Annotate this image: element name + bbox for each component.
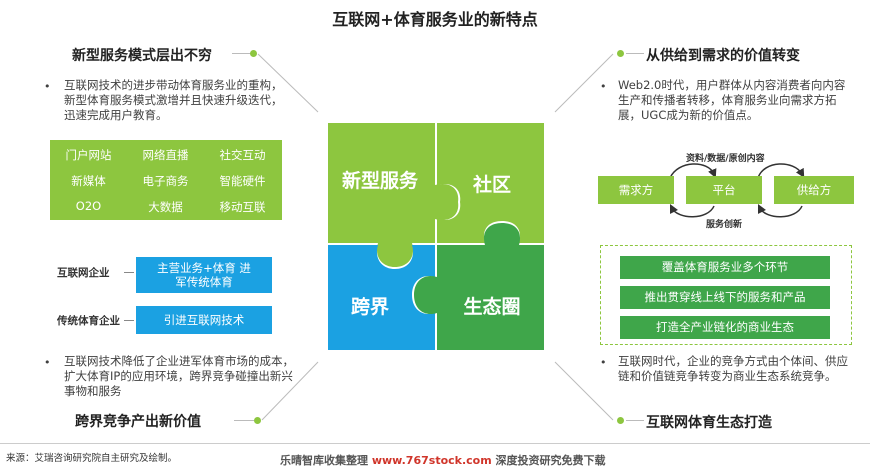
- grid-item: 移动互联: [219, 200, 266, 214]
- heading-dot: [617, 50, 624, 57]
- grid-item: 门户网站: [65, 148, 112, 162]
- grid-item: 大数据: [148, 200, 183, 214]
- connector-line: [234, 420, 254, 421]
- footer-watermark: 乐晴智库收集整理 www.767stock.com 深度投资研究免费下载: [280, 452, 606, 468]
- row-connector: [124, 272, 134, 273]
- connector-line: [626, 420, 644, 421]
- puzzle-piece-ecosystem: [414, 223, 544, 350]
- puzzle-label-cross-border: 跨界: [351, 296, 389, 318]
- heading-dot: [254, 417, 261, 424]
- watermark-suffix: 深度投资研究免费下载: [491, 454, 606, 467]
- flow-bottom-label: 服务创新: [706, 220, 743, 230]
- grid-item: 智能硬件: [219, 174, 266, 188]
- ecosystem-item: 推出贯穿线上线下的服务和产品: [620, 286, 830, 309]
- flow-arrows: [669, 163, 805, 218]
- grid-item: O2O: [75, 199, 102, 213]
- ecosystem-item: 覆盖体育服务业多个环节: [620, 256, 830, 279]
- puzzle-label-community: 社区: [472, 173, 511, 196]
- connector-line: [626, 53, 644, 54]
- footer-divider: [0, 443, 870, 444]
- heading-supply-to-demand: 从供给到需求的价值转变: [646, 48, 800, 64]
- grid-item: 电子商务: [142, 174, 189, 188]
- bullet-mark: •: [44, 356, 51, 369]
- puzzle-piece-community: [437, 123, 544, 243]
- puzzle-piece-cross-border: [328, 245, 435, 350]
- row-label-internet-company: 互联网企业: [57, 267, 110, 279]
- service-model-grid: 门户网站 网络直播 社交互动 新媒体 电子商务 智能硬件 O2O 大数据 移动互…: [50, 140, 282, 220]
- page-title: 互联网+体育服务业的新特点: [332, 10, 538, 29]
- puzzle-label-ecosystem: 生态圈: [463, 295, 520, 318]
- watermark-url: www.767stock.com: [371, 454, 492, 467]
- heading-cross-border: 跨界竞争产出新价值: [75, 414, 201, 430]
- bullet-text-top-right: Web2.0时代，用户群体从内容消费者向内容生产和传播者转移，体育服务业向需求方…: [618, 78, 846, 122]
- flow-node-platform: 平台: [686, 176, 762, 204]
- puzzle-piece-new-service: [328, 123, 459, 267]
- heading-dot: [617, 417, 624, 424]
- flow-node-demand: 需求方: [598, 176, 674, 204]
- row-value-text: 主营业务+体育 进军传统体育: [157, 261, 251, 289]
- row-label-traditional-sports: 传统体育企业: [57, 315, 120, 327]
- bullet-text-top-left: 互联网技术的进步带动体育服务业的重构，新型体育服务模式激增并且快速升级迭代，迅速…: [64, 78, 283, 122]
- grid-item: 社交互动: [219, 148, 266, 162]
- connector-line: [232, 53, 252, 54]
- grid-item: 网络直播: [142, 148, 189, 162]
- flow-top-label: 资料/数据/原创内容: [686, 154, 765, 164]
- footer-source: 来源：艾瑞咨询研究院自主研究及绘制。: [6, 453, 178, 464]
- heading-ecosystem: 互联网体育生态打造: [646, 415, 772, 431]
- row-value-internet-company: 主营业务+体育 进军传统体育: [136, 257, 272, 293]
- row-value-traditional-sports: 引进互联网技术: [136, 306, 272, 334]
- puzzle-label-new-service: 新型服务: [342, 169, 419, 192]
- heading-dot: [250, 50, 257, 57]
- puzzle-graphic: 新型服务 社区 跨界 生态圈: [328, 123, 544, 350]
- ecosystem-item: 打造全产业链化的商业生态: [620, 316, 830, 339]
- bullet-text-bottom-left: 互联网技术降低了企业进军体育市场的成本，扩大体育IP的应用环境，跨界竞争碰撞出新…: [64, 354, 294, 398]
- flow-node-supply: 供给方: [774, 176, 854, 204]
- bullet-mark: •: [600, 80, 607, 93]
- row-connector: [124, 320, 134, 321]
- bullet-mark: •: [44, 80, 51, 93]
- watermark-prefix: 乐晴智库收集整理: [280, 454, 372, 467]
- grid-item: 新媒体: [71, 174, 106, 188]
- ecosystem-box: [600, 245, 852, 345]
- bullet-mark: •: [600, 356, 607, 369]
- bullet-text-bottom-right: 互联网时代，企业的竞争方式由个体间、供应链和价值链竞争转变为商业生态系统竞争。: [618, 354, 848, 383]
- heading-new-service-models: 新型服务模式层出不穷: [72, 48, 212, 64]
